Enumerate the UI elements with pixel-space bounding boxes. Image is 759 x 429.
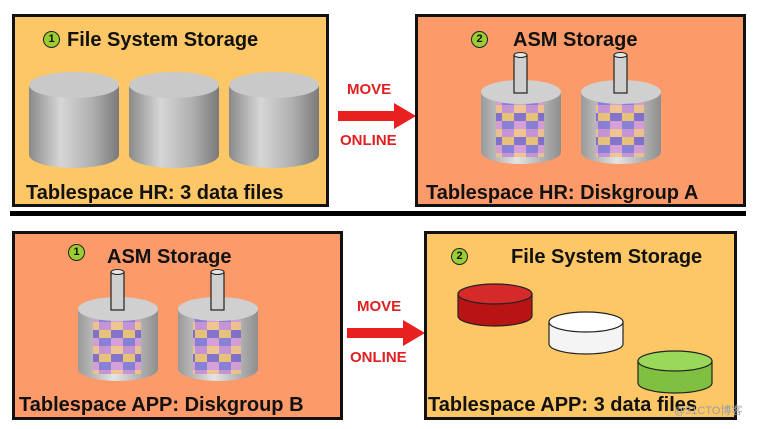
step-number-badge: 1 [68,244,85,261]
panel-caption: Tablespace HR: 3 data files [26,182,284,204]
watermark-text: @51CTO博客 [674,405,743,417]
section-divider [10,211,746,216]
step-number-badge: 2 [471,31,488,48]
asm-disks-group [78,269,258,381]
asm-disk-2 [581,52,661,164]
panel-title: ASM Storage [107,246,232,268]
panel-asm-storage-app: 1 ASM Storage Tablespace APP: Diskgroup … [12,231,343,420]
cylinder-disk-2 [129,72,219,168]
move-label: MOVE [357,298,402,315]
move-label: MOVE [347,81,392,98]
right-arrow-icon [347,320,425,346]
right-arrow-icon [338,103,416,129]
cylinder-disk-1 [29,72,119,168]
panel-caption: Tablespace HR: Diskgroup A [426,182,699,204]
flat-disks-group [457,283,713,394]
asm-disks-group [481,52,661,164]
panel-caption: Tablespace APP: Diskgroup B [19,394,304,416]
asm-disk-1 [78,269,158,381]
panel-file-system-storage-app: 2 File System Storage Tablespace APP: 3 … [424,231,737,420]
online-label: ONLINE [350,349,407,366]
panel-title: File System Storage [511,246,703,268]
flat-disk-red [457,283,533,327]
cylinder-disk-3 [229,72,319,168]
panel-asm-storage-hr: 2 ASM Storage [415,14,746,207]
panel-caption: Tablespace APP: 3 data files [428,394,697,416]
cylinder-disks-group [29,72,319,168]
step-number-badge: 1 [43,31,60,48]
asm-disk-1 [481,52,561,164]
flat-disk-white [548,311,624,355]
online-label: ONLINE [340,132,397,149]
step-number-badge: 2 [451,248,468,265]
flat-disk-green [637,350,713,394]
panel-title: ASM Storage [513,29,638,51]
panel-file-system-storage-hr: 1 File System Storage Tablespace HR: 3 d… [12,14,329,207]
asm-disk-2 [178,269,258,381]
panel-title: File System Storage [67,29,259,51]
